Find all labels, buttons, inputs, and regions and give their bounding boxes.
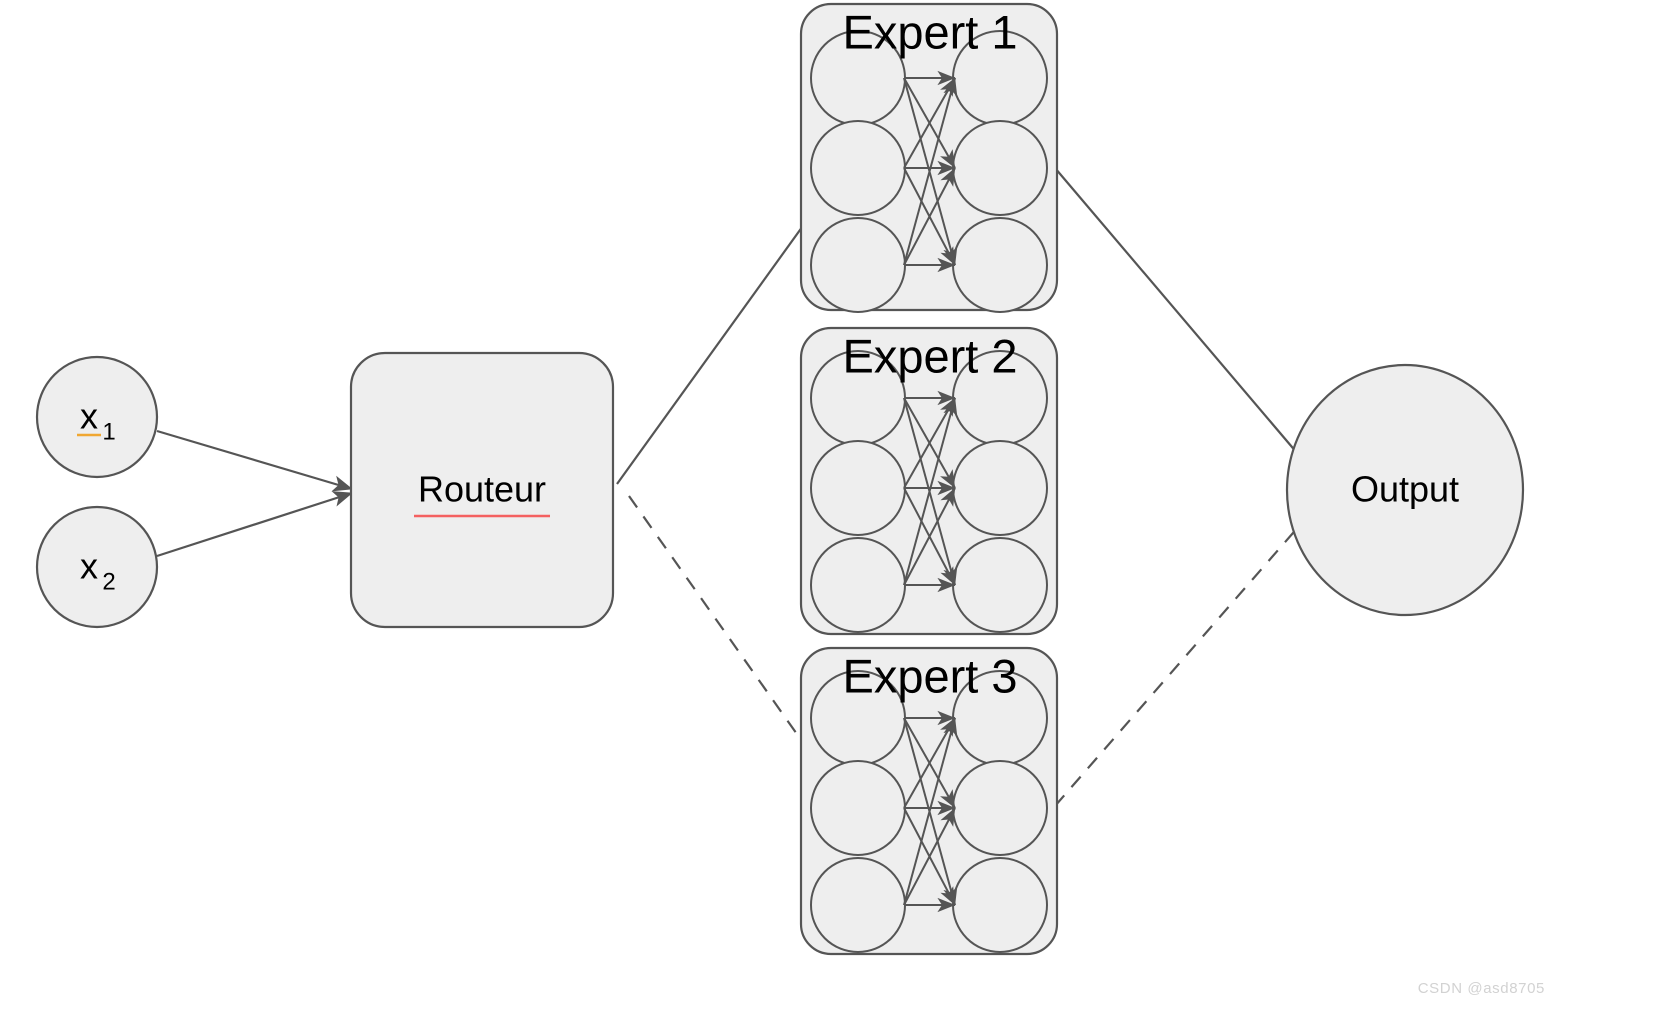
expert-3-input-neuron-3[interactable] <box>810 857 906 953</box>
expert-1-synapse-3-1 <box>903 77 958 266</box>
input-subscript-x2: 2 <box>102 568 115 595</box>
router-label: Routeur <box>418 469 546 510</box>
router-node[interactable]: Routeur <box>349 351 615 629</box>
edge-router-expert1 <box>616 179 837 485</box>
edge-x1-router <box>156 429 353 492</box>
expert-2-synapse-3-2 <box>903 487 956 586</box>
expert-1-output-neuron-2[interactable] <box>952 120 1048 216</box>
expert-2-input-neuron-3[interactable] <box>810 537 906 633</box>
expert-2[interactable]: Expert 2 <box>799 326 1059 636</box>
expert-3-input-neuron-2[interactable] <box>810 760 906 856</box>
expert-1-output-neuron-3[interactable] <box>952 217 1048 313</box>
edge-x2-router <box>156 491 353 558</box>
expert-1-title: Expert 1 <box>842 5 1017 58</box>
expert-2-output-neuron-3[interactable] <box>952 537 1048 633</box>
expert-3-output-neuron-2[interactable] <box>952 760 1048 856</box>
expert-2-synapse-3-1 <box>903 397 958 586</box>
expert-1-input-neuron-2[interactable] <box>810 120 906 216</box>
expert-3-synapse-3-1 <box>903 717 958 906</box>
input-label-x2: x <box>80 546 98 587</box>
expert-3-output-neuron-3[interactable] <box>952 857 1048 953</box>
input-label-x1: x <box>80 396 98 437</box>
expert-2-title: Expert 2 <box>842 329 1017 382</box>
expert-1-input-neuron-3[interactable] <box>810 217 906 313</box>
expert-1-synapse-3-2 <box>903 167 956 266</box>
edge-expert1-output <box>1054 167 1321 481</box>
expert-1[interactable]: Expert 1 <box>799 2 1059 313</box>
edges-layer <box>156 167 1321 807</box>
input-subscript-x1: 1 <box>102 418 115 445</box>
input-circle-x2[interactable] <box>35 505 159 629</box>
expert-3[interactable]: Expert 3 <box>799 646 1059 956</box>
output-label: Output <box>1351 469 1459 510</box>
watermark: CSDN @asd8705 <box>1418 980 1545 997</box>
output-node[interactable]: Output <box>1285 363 1525 617</box>
output-ellipse[interactable] <box>1285 363 1525 617</box>
input-circle-x1[interactable] <box>35 355 159 479</box>
expert-2-input-neuron-2[interactable] <box>810 440 906 536</box>
edge-expert3-output <box>1054 501 1321 807</box>
expert-3-title: Expert 3 <box>842 649 1017 702</box>
expert-3-synapse-3-2 <box>903 807 956 906</box>
router-box[interactable] <box>349 351 615 629</box>
experts-layer: Expert 1 Expert 2 Expert 3 <box>799 2 1059 956</box>
expert-2-output-neuron-2[interactable] <box>952 440 1048 536</box>
